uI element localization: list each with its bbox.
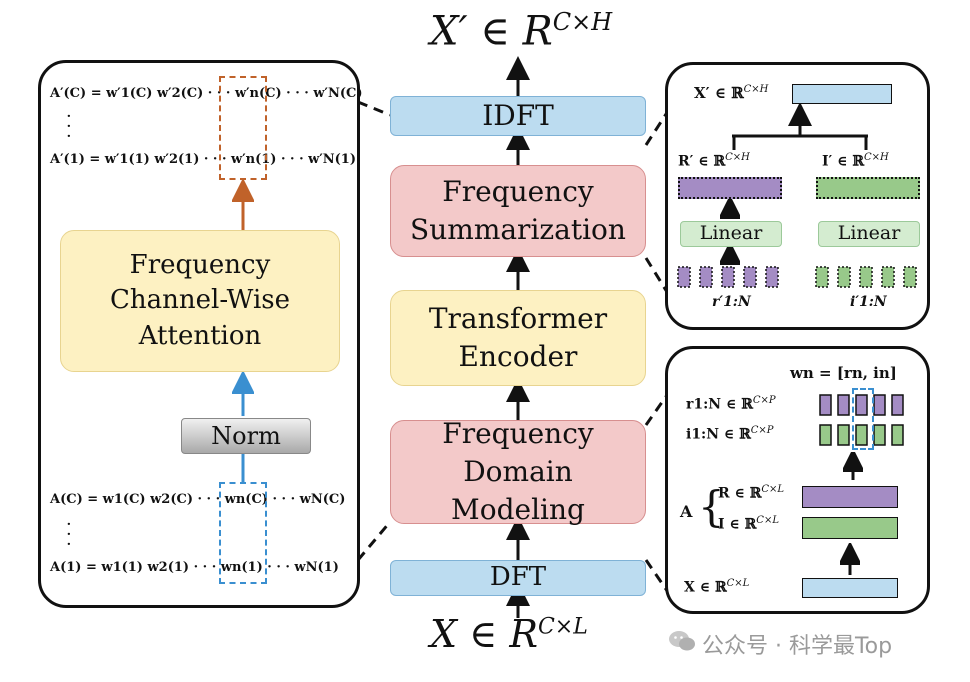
- norm-block: Norm: [181, 418, 311, 454]
- output-matrix-row-1: A′(1) = w′1(1) w′2(1) · · · w′n(1) · · ·…: [50, 152, 356, 167]
- linear-left-block: Linear: [680, 221, 782, 247]
- x-input-label: X ∈ ℝC×L: [684, 578, 750, 596]
- highlight-wn-output: [219, 76, 267, 180]
- i-matrix-label: I ∈ ℝC×L: [718, 515, 779, 533]
- right-bottom-modeling-panel: [665, 346, 930, 614]
- r-matrix-bar: [802, 486, 898, 508]
- r-prime-bar: [678, 177, 782, 199]
- tokens-left-up-arrow: [720, 247, 740, 265]
- highlight-wn-input: [219, 482, 267, 584]
- i-sequence-tokens: [819, 424, 904, 446]
- dashed-connector-left-bottom: [356, 521, 392, 561]
- a-brace: {: [698, 482, 725, 531]
- patch-up-arrow: [843, 452, 863, 480]
- i-prime-bar: [816, 177, 920, 199]
- output-matrix-row-c: A′(C) = w′1(C) w′2(C) · · · w′n(C) · · ·…: [50, 86, 363, 101]
- w-definition: wn = [rn, in]: [790, 364, 897, 382]
- highlight-wn-pair: [852, 388, 874, 450]
- x-prime-bar: [792, 84, 892, 104]
- blue-arrow-upper: [232, 372, 254, 416]
- r-prime-tokens: [677, 266, 779, 288]
- r-sequence-label: r1:N ∈ ℝC×P: [686, 395, 776, 413]
- watermark-text: 公众号 · 科学最Top: [702, 634, 893, 659]
- i-prime-label: I′ ∈ ℝC×H: [822, 152, 889, 170]
- merge-arrow: [732, 104, 868, 150]
- vertical-dots-bottom: ···: [66, 514, 72, 555]
- wechat-icon: [668, 630, 696, 652]
- blue-arrow-lower: [241, 454, 245, 482]
- vertical-dots-top: ···: [66, 106, 72, 147]
- idft-block: IDFT: [390, 96, 646, 136]
- x-prime-output-label: X′ ∈ ℝC×H: [694, 84, 769, 102]
- input-matrix-row-c: A(C) = w1(C) w2(C) · · · wn(C) · · · wN(…: [50, 492, 346, 507]
- input-label: X ∈ RC×L: [430, 612, 588, 656]
- dft-up-arrow: [840, 543, 860, 575]
- i-sequence-label: i1:N ∈ ℝC×P: [686, 425, 774, 443]
- x-input-bar: [802, 578, 898, 598]
- r-matrix-label: R ∈ ℝC×L: [718, 484, 785, 502]
- linear-right-block: Linear: [818, 221, 920, 247]
- output-label: X′ ∈ RC×H: [430, 8, 613, 55]
- a-matrix-label: A: [680, 502, 693, 521]
- linear-left-up-arrow: [720, 199, 740, 219]
- r-sequence-tokens: [819, 394, 904, 416]
- i-prime-tokens: [815, 266, 917, 288]
- dashed-connector-left-top: [357, 100, 391, 117]
- dft-block: DFT: [390, 560, 646, 596]
- input-matrix-row-1: A(1) = w1(1) w2(1) · · · wn(1) · · · wN(…: [50, 560, 339, 575]
- i-matrix-bar: [802, 517, 898, 539]
- i-prime-tokens-label: i′1:N: [850, 294, 887, 310]
- r-prime-label: R′ ∈ ℝC×H: [678, 152, 750, 170]
- orange-arrow: [232, 180, 254, 232]
- r-prime-tokens-label: r′1:N: [712, 294, 751, 310]
